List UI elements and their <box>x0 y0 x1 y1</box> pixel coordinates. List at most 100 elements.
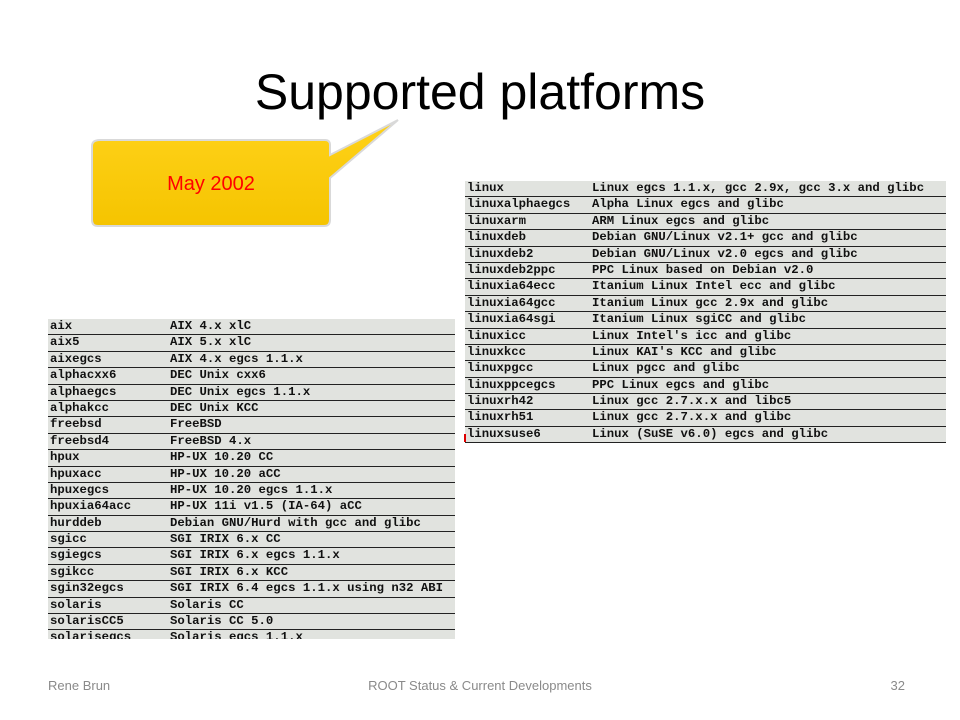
platform-row: linuxrh51 Linux gcc 2.7.x.x and glibc <box>465 410 946 427</box>
platform-description: Linux KAI's KCC and glibc <box>592 344 777 359</box>
platform-name: linuxarm <box>467 213 527 228</box>
platform-description: Linux Intel's icc and glibc <box>592 328 792 343</box>
platform-name: linuxppcegcs <box>467 377 556 392</box>
platform-row: hurddeb Debian GNU/Hurd with gcc and glib… <box>48 515 455 533</box>
platform-description: Solaris CC 5.0 <box>170 614 274 629</box>
platform-description: DEC Unix egcs 1.1.x <box>170 384 311 399</box>
platform-description: SGI IRIX 6.x KCC <box>170 564 289 579</box>
footer-title: ROOT Status & Current Developments <box>368 678 592 693</box>
platform-name: linuxdeb2ppc <box>467 262 556 277</box>
platform-table-right: linux Linux egcs 1.1.x, gcc 2.9x, gcc 3.x… <box>465 181 946 443</box>
platform-name: sgin32egcs <box>50 581 124 596</box>
platform-name: linuxia64ecc <box>467 279 556 294</box>
platform-description: Debian GNU/Linux v2.1+ gcc and glibc <box>592 230 858 245</box>
red-marker <box>464 434 466 442</box>
platform-description: ARM Linux egcs and glibc <box>592 213 770 228</box>
platform-row: linuxkcc Linux KAI's KCC and glibc <box>465 344 946 362</box>
platform-row: aix AIX 4.x xlC <box>48 319 455 336</box>
platform-name: linuxalphaegcs <box>467 197 571 212</box>
platform-name: aix5 <box>50 335 80 350</box>
platform-description: Itanium Linux Intel ecc and glibc <box>592 279 836 294</box>
platform-row: aix5 AIX 5.x xlC <box>48 335 455 352</box>
platform-description: HP-UX 10.20 aCC <box>170 466 281 481</box>
platform-row: linuxia64ecc Itanium Linux Intel ecc and … <box>465 279 946 296</box>
platform-name: linuxsuse6 <box>467 426 541 441</box>
platform-row: linuxarm ARM Linux egcs and glibc <box>465 213 946 231</box>
platform-name: linuxicc <box>467 328 527 343</box>
platform-row: solaris Solaris CC <box>48 597 455 615</box>
platform-name: linuxdeb2 <box>467 246 534 261</box>
platform-name: aixegcs <box>50 351 102 366</box>
footer-author: Rene Brun <box>48 678 111 693</box>
platform-row: linuxalphaegcs Alpha Linux egcs and glibc <box>465 197 946 214</box>
platform-name: solaris <box>50 597 102 612</box>
platform-description: PPC Linux egcs and glibc <box>592 377 770 392</box>
platform-name: linuxdeb <box>467 230 527 245</box>
slide-title: Supported platforms <box>254 64 706 120</box>
platform-description: HP-UX 11i v1.5 (IA-64) aCC <box>170 499 362 514</box>
platform-name: hpuxegcs <box>50 482 110 497</box>
platform-name: sgicc <box>50 532 87 547</box>
platform-row: linuxicc Linux Intel's icc and glibc <box>465 329 946 345</box>
platform-name: sgiegcs <box>50 548 102 563</box>
platform-name: hpuxia64acc <box>50 499 132 514</box>
platform-description: Linux pgcc and glibc <box>592 361 740 376</box>
platform-row: hpuxegcs HP-UX 10.20 egcs 1.1.x <box>48 482 455 500</box>
platform-name: solarisCC5 <box>50 614 124 629</box>
platform-description: DEC Unix cxx6 <box>170 368 266 383</box>
platform-description: AIX 4.x egcs 1.1.x <box>170 351 303 366</box>
platform-name: solarisegcs <box>50 630 132 639</box>
platform-row: sgikcc SGI IRIX 6.x KCC <box>48 564 455 582</box>
platform-description: Debian GNU/Hurd with gcc and glibc <box>170 515 421 530</box>
platform-description: HP-UX 10.20 egcs 1.1.x <box>170 482 333 497</box>
platform-row: linuxppcegcs PPC Linux egcs and glibc <box>465 377 946 395</box>
platform-description: AIX 4.x xlC <box>170 319 252 333</box>
platform-row: linuxsuse6 Linux (SuSE v6.0) egcs and gli… <box>465 427 946 443</box>
platform-name: linuxkcc <box>467 344 527 359</box>
platform-description: Solaris CC <box>170 597 244 612</box>
platform-row: freebsd4 FreeBSD 4.x <box>48 433 455 451</box>
platform-name: aix <box>50 319 73 333</box>
platform-description: SGI IRIX 6.4 egcs 1.1.x using n32 ABI <box>170 581 444 596</box>
platform-row: hpuxia64acc HP-UX 11i v1.5 (IA-64) aCC <box>48 499 455 516</box>
platform-row: linux Linux egcs 1.1.x, gcc 2.9x, gcc 3.x… <box>465 181 946 198</box>
platform-name: alphacxx6 <box>50 368 117 383</box>
platform-row: sgin32egcs SGI IRIX 6.4 egcs 1.1.x using … <box>48 581 455 598</box>
platform-description: Linux egcs 1.1.x, gcc 2.9x, gcc 3.x and … <box>592 181 925 195</box>
platform-name: linuxrh51 <box>467 410 534 425</box>
page-number: 32 <box>890 678 905 693</box>
platform-description: FreeBSD 4.x <box>170 433 252 448</box>
platform-description: SGI IRIX 6.x egcs 1.1.x <box>170 548 340 563</box>
callout-label: May 2002 <box>167 173 255 195</box>
platform-description: Linux (SuSE v6.0) egcs and glibc <box>592 426 829 441</box>
platform-table-left: aix AIX 4.x xlC aix5 AIX 5.x xlC aixegcs AIX … <box>48 319 455 639</box>
platform-name: freebsd4 <box>50 433 110 448</box>
platform-name: freebsd <box>50 417 102 432</box>
platform-description: AIX 5.x xlC <box>170 335 252 350</box>
platform-name: sgikcc <box>50 564 95 579</box>
platform-row: linuxdeb2ppc PPC Linux based on Debian v2… <box>465 262 946 280</box>
platform-name: linuxia64sgi <box>467 312 556 327</box>
platform-name: linuxia64gcc <box>467 295 556 310</box>
platform-description: DEC Unix KCC <box>170 400 259 415</box>
platform-description: Alpha Linux egcs and glibc <box>592 197 784 212</box>
platform-description: Linux gcc 2.7.x.x and glibc <box>592 410 792 425</box>
platform-description: PPC Linux based on Debian v2.0 <box>592 262 814 277</box>
platform-name: hurddeb <box>50 515 102 530</box>
platform-name: linux <box>467 181 504 195</box>
platform-name: linuxrh42 <box>467 394 534 409</box>
platform-row: alphacxx6 DEC Unix cxx6 <box>48 368 455 385</box>
platform-row: linuxdeb Debian GNU/Linux v2.1+ gcc and g… <box>465 230 946 247</box>
platform-row: solarisCC5 Solaris CC 5.0 <box>48 614 455 631</box>
platform-name: hpux <box>50 450 80 465</box>
